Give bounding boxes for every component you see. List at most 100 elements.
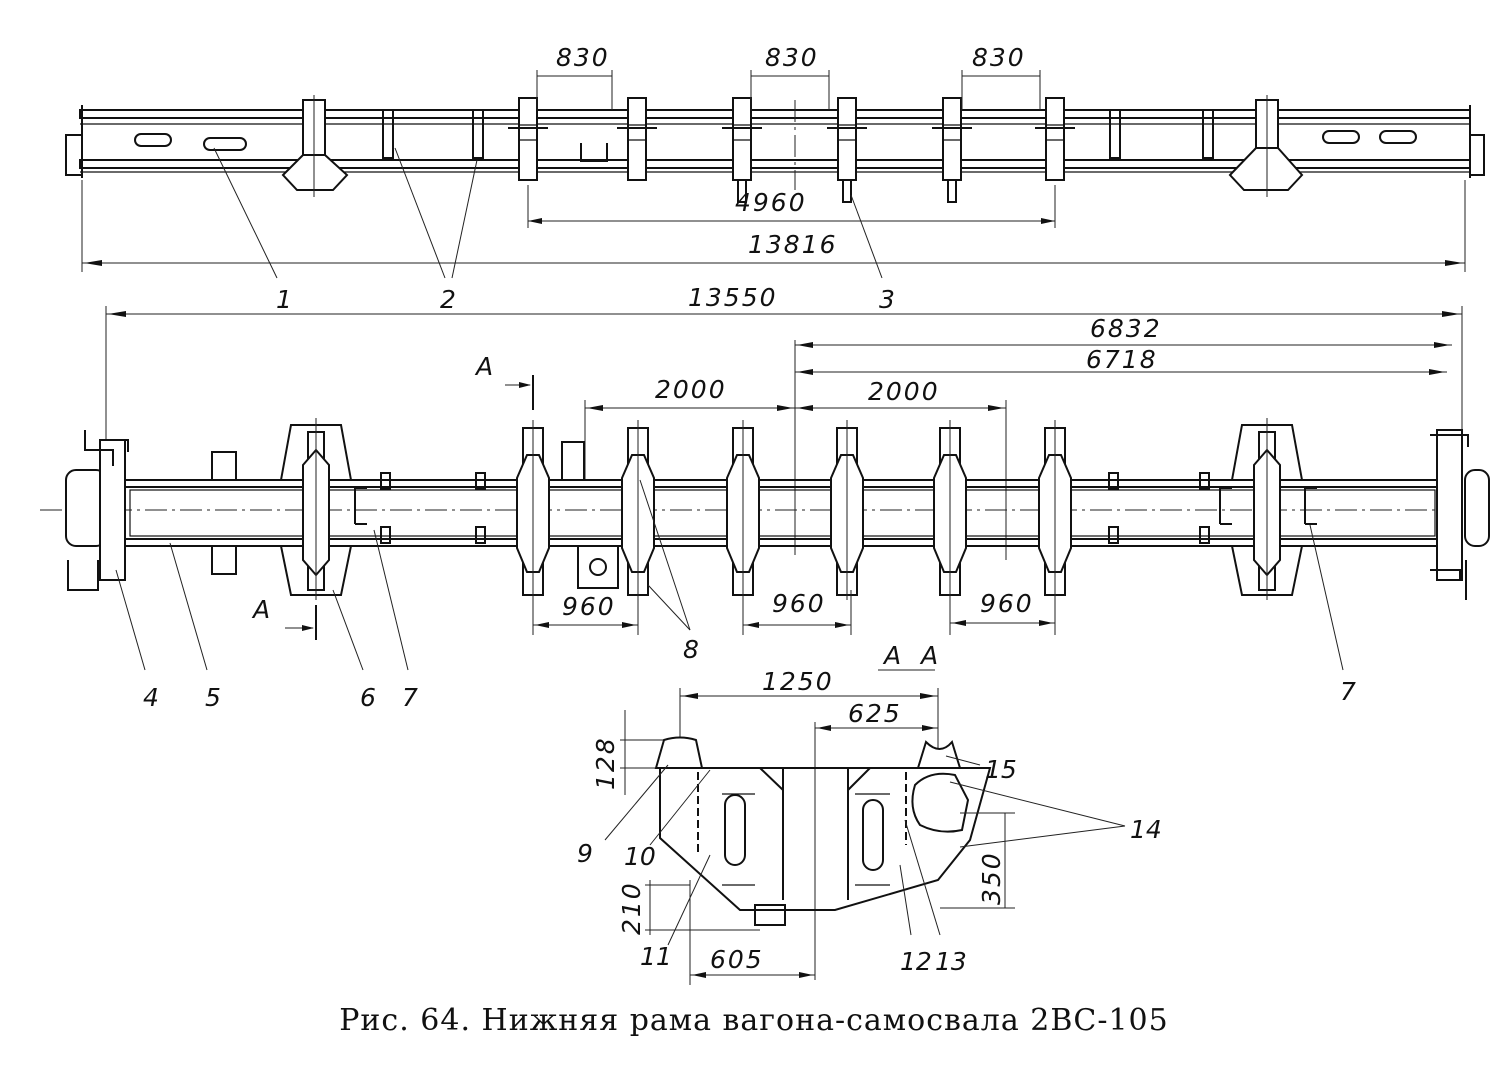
plan-block — [475, 526, 486, 544]
svg-text:4: 4 — [143, 683, 159, 712]
svg-text:14: 14 — [1130, 815, 1162, 844]
dim-6718: 6718 — [1086, 345, 1158, 374]
section-mark-a-bottom: A — [251, 595, 317, 640]
section-body — [659, 767, 992, 911]
dim-625: 625 — [848, 699, 902, 728]
callout-3: 3 — [879, 285, 895, 314]
dim-13816: 13816 — [748, 230, 838, 259]
dim-128: 128 — [591, 736, 620, 790]
svg-text:6: 6 — [360, 683, 376, 712]
svg-text:15: 15 — [985, 755, 1017, 784]
plan-block — [380, 526, 391, 544]
plan-bracket — [933, 420, 967, 600]
side-bracket — [617, 97, 657, 181]
plan-plate — [211, 545, 237, 575]
svg-text:11: 11 — [640, 942, 672, 971]
side-bolster-left — [281, 95, 349, 197]
plan-bracket — [726, 420, 760, 600]
plan-bracket — [621, 420, 655, 600]
side-brackets — [508, 97, 1075, 203]
side-bolster-right — [1228, 95, 1304, 197]
dim-830-3: 830 — [972, 43, 1026, 72]
svg-text:9: 9 — [577, 839, 593, 868]
dim-2000-left: 2000 — [655, 375, 727, 404]
plan-callouts: 4 5 6 7 8 7 — [115, 479, 1356, 712]
side-post — [1109, 109, 1121, 159]
plan-bracket — [516, 420, 550, 600]
side-slot — [203, 137, 247, 151]
svg-text:A: A — [474, 352, 493, 381]
svg-text:7: 7 — [402, 683, 418, 712]
svg-text:10: 10 — [624, 842, 656, 871]
plan-bolster — [1230, 418, 1304, 600]
side-callouts: 1 2 3 — [213, 147, 895, 314]
svg-text:5: 5 — [205, 683, 221, 712]
side-dimensions: 830 830 830 4960 13816 — [81, 43, 1466, 272]
plan-flange-plate — [577, 545, 619, 589]
plan-end-beam-right — [1430, 429, 1490, 600]
svg-text:960: 960 — [772, 589, 826, 618]
plan-stop — [354, 487, 367, 525]
plan-view: 13550 6832 6718 2000 2000 — [40, 283, 1490, 712]
plan-bracket — [830, 420, 864, 600]
svg-text:8: 8 — [683, 635, 699, 664]
plan-bracket — [1038, 420, 1072, 600]
plan-end-beam-left — [65, 430, 129, 591]
side-slot — [1379, 130, 1417, 144]
callout-2: 2 — [440, 285, 456, 314]
section-mark-a-top: A — [474, 352, 534, 410]
side-post — [1202, 109, 1214, 159]
dim-830-2: 830 — [765, 43, 819, 72]
plan-stop — [1304, 487, 1317, 525]
svg-text:7: 7 — [1340, 677, 1356, 706]
plan-block — [1199, 472, 1210, 490]
side-slot — [1322, 130, 1360, 144]
svg-text:13: 13 — [935, 947, 967, 976]
plan-block — [1108, 526, 1119, 544]
plan-stop — [1219, 487, 1232, 525]
side-post — [472, 109, 484, 159]
side-bracket — [722, 97, 762, 203]
callout-1: 1 — [276, 285, 292, 314]
plan-plate — [211, 451, 237, 481]
figure-caption: Рис. 64. Нижняя рама вагона-самосвала 2В… — [339, 1003, 1169, 1038]
side-end-beams — [65, 105, 1485, 178]
side-post — [382, 109, 394, 159]
side-slot — [134, 133, 172, 147]
svg-text:12: 12 — [900, 947, 932, 976]
plan-box — [561, 441, 585, 481]
section-title: A A — [882, 641, 944, 670]
plan-dim-960: 960 960 960 — [532, 589, 1056, 635]
dim-350: 350 — [977, 851, 1006, 905]
side-bracket — [932, 97, 972, 203]
section-saddle-left — [654, 736, 704, 769]
svg-text:A: A — [251, 595, 270, 624]
svg-text:960: 960 — [980, 589, 1034, 618]
svg-text:960: 960 — [562, 592, 616, 621]
plan-block — [1199, 526, 1210, 544]
dim-605: 605 — [710, 945, 764, 974]
plan-bolster — [279, 418, 353, 600]
side-bracket — [1035, 97, 1075, 181]
section-cylinder — [911, 772, 970, 833]
plan-block — [1108, 472, 1119, 490]
dim-1250: 1250 — [762, 667, 834, 696]
plan-bolsters — [279, 418, 1304, 600]
side-u-clamp — [580, 143, 608, 162]
side-view: 830 830 830 4960 13816 1 2 3 — [65, 43, 1485, 314]
dim-6832: 6832 — [1090, 314, 1162, 343]
dim-2000-right: 2000 — [868, 377, 940, 406]
section-a-a: A A 1250 625 128 210 — [577, 641, 1162, 985]
side-bracket — [508, 97, 548, 181]
side-bracket — [827, 97, 867, 203]
dim-830-1: 830 — [556, 43, 610, 72]
section-i-beam — [759, 767, 871, 900]
plan-block — [380, 472, 391, 490]
dim-13550: 13550 — [688, 283, 778, 312]
plan-block — [475, 472, 486, 490]
dim-210: 210 — [617, 881, 646, 935]
dim-4960: 4960 — [735, 188, 807, 217]
section-saddle-right — [916, 739, 962, 769]
